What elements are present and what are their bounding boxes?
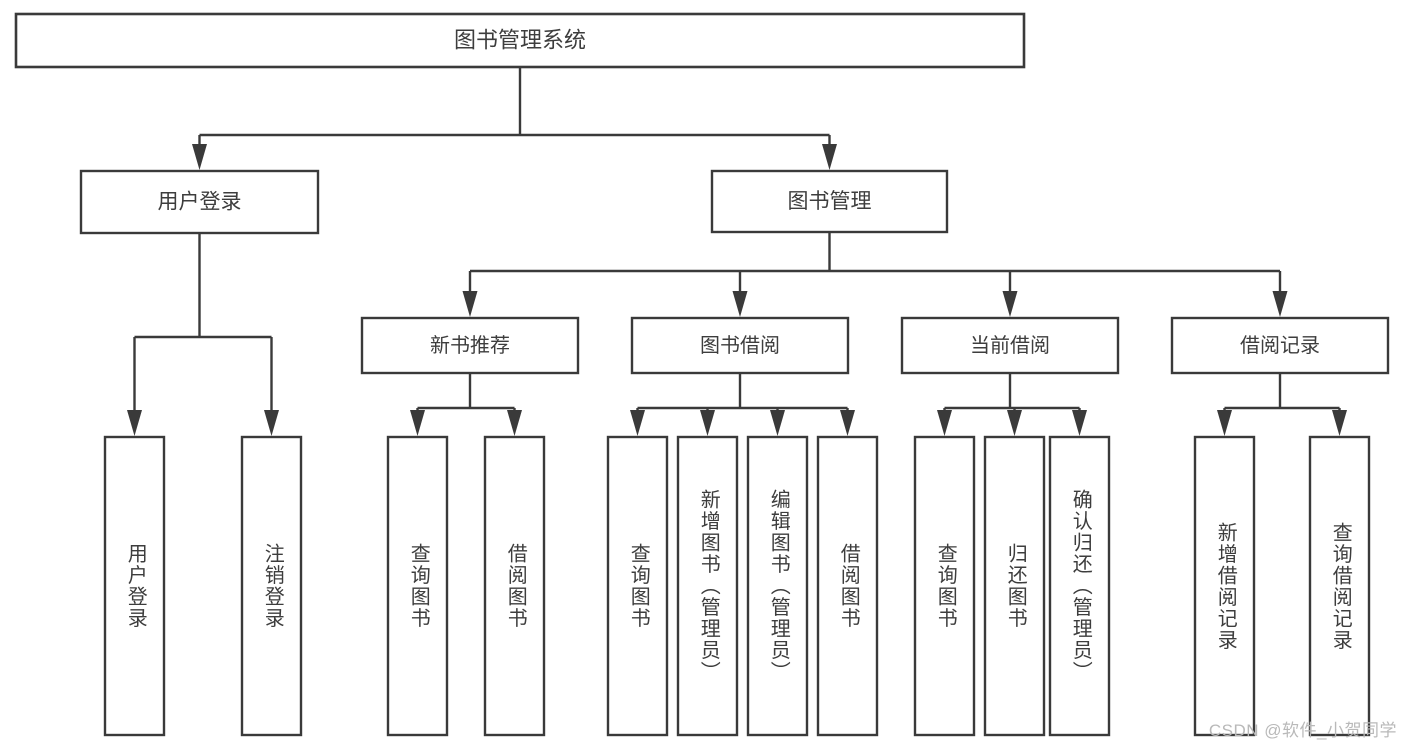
node-label-leaf-query-record: 查询借阅记录 xyxy=(1329,521,1352,651)
node-box-leaf-add-record[interactable] xyxy=(1193,435,1256,737)
node-box-current-borrow[interactable] xyxy=(900,316,1120,375)
node-current-borrow[interactable]: 当前借阅 xyxy=(900,316,1120,375)
node-label-root: 图书管理系统 xyxy=(454,27,586,52)
node-label-current-borrow: 当前借阅 xyxy=(970,334,1050,357)
node-label-borrow-records: 借阅记录 xyxy=(1240,334,1320,357)
node-label-wrap-leaf-query-book-current: 查询图书 xyxy=(934,543,957,629)
node-box-leaf-logout[interactable] xyxy=(240,435,303,737)
node-box-user-login[interactable] xyxy=(79,169,320,235)
node-label-leaf-add-record: 新增借阅记录 xyxy=(1214,521,1237,651)
node-leaf-confirm-return[interactable]: 确认归还（管理员） xyxy=(1048,435,1111,737)
node-box-leaf-borrow-book[interactable] xyxy=(816,435,879,737)
node-label-wrap-leaf-return-book: 归还图书 xyxy=(1004,543,1027,629)
connector-borrow-records xyxy=(1217,373,1347,436)
node-leaf-borrow-book[interactable]: 借阅图书 xyxy=(816,435,879,737)
connector-root xyxy=(192,67,837,170)
connector-book-management xyxy=(462,232,1288,317)
node-box-leaf-query-book-borrow[interactable] xyxy=(606,435,669,737)
node-box-leaf-add-book[interactable] xyxy=(676,435,739,737)
connector-user-login xyxy=(127,233,279,436)
node-box-borrow-records[interactable] xyxy=(1170,316,1390,375)
node-box-leaf-return-book[interactable] xyxy=(983,435,1046,737)
node-box-leaf-query-book-current[interactable] xyxy=(913,435,976,737)
node-box-leaf-query-record[interactable] xyxy=(1308,435,1371,737)
node-label-leaf-query-book-current: 查询图书 xyxy=(934,543,957,629)
node-leaf-add-book[interactable]: 新增图书（管理员） xyxy=(676,435,739,737)
node-label-wrap-leaf-query-book-borrow: 查询图书 xyxy=(627,543,650,629)
connector-book-borrow xyxy=(630,373,855,436)
node-box-book-borrow[interactable] xyxy=(630,316,850,375)
node-borrow-records[interactable]: 借阅记录 xyxy=(1170,316,1390,375)
connector-new-book-recommend xyxy=(410,373,522,436)
node-label-book-management: 图书管理 xyxy=(788,190,872,213)
node-user-login[interactable]: 用户登录 xyxy=(79,169,320,235)
node-leaf-query-record[interactable]: 查询借阅记录 xyxy=(1308,435,1371,737)
node-root[interactable]: 图书管理系统 xyxy=(14,12,1026,69)
node-leaf-logout[interactable]: 注销登录 xyxy=(240,435,303,737)
node-leaf-user-login[interactable]: 用户登录 xyxy=(103,435,166,737)
node-label-leaf-user-login: 用户登录 xyxy=(124,543,147,629)
watermark-label: CSDN @软件_小贺同学 xyxy=(1208,721,1397,740)
node-label-wrap-leaf-query-record: 查询借阅记录 xyxy=(1329,521,1352,651)
node-box-book-management[interactable] xyxy=(710,169,949,234)
node-label-wrap-leaf-edit-book: 编辑图书（管理员） xyxy=(767,489,790,683)
node-label-leaf-logout: 注销登录 xyxy=(261,543,284,629)
node-label-leaf-borrow-book-rec: 借阅图书 xyxy=(504,543,527,629)
node-label-book-borrow: 图书借阅 xyxy=(700,334,780,357)
node-leaf-borrow-book-rec[interactable]: 借阅图书 xyxy=(483,435,546,737)
node-label-user-login: 用户登录 xyxy=(158,191,242,214)
node-leaf-add-record[interactable]: 新增借阅记录 xyxy=(1193,435,1256,737)
node-box-leaf-user-login[interactable] xyxy=(103,435,166,737)
node-label-leaf-borrow-book: 借阅图书 xyxy=(837,543,860,629)
node-box-root[interactable] xyxy=(14,12,1026,69)
node-box-leaf-confirm-return[interactable] xyxy=(1048,435,1111,737)
node-label-leaf-query-book-borrow: 查询图书 xyxy=(627,543,650,629)
node-book-borrow[interactable]: 图书借阅 xyxy=(630,316,850,375)
node-label-leaf-return-book: 归还图书 xyxy=(1004,543,1027,629)
node-label-leaf-edit-book: 编辑图书（管理员） xyxy=(767,489,790,683)
node-label-wrap-leaf-logout: 注销登录 xyxy=(261,543,284,629)
node-label-wrap-leaf-add-record: 新增借阅记录 xyxy=(1214,521,1237,651)
node-box-leaf-edit-book[interactable] xyxy=(746,435,809,737)
node-label-new-book-recommend: 新书推荐 xyxy=(430,334,510,357)
node-leaf-edit-book[interactable]: 编辑图书（管理员） xyxy=(746,435,809,737)
node-box-leaf-borrow-book-rec[interactable] xyxy=(483,435,546,737)
node-label-wrap-leaf-borrow-book-rec: 借阅图书 xyxy=(504,543,527,629)
node-book-management[interactable]: 图书管理 xyxy=(710,169,949,234)
node-leaf-return-book[interactable]: 归还图书 xyxy=(983,435,1046,737)
node-label-wrap-leaf-user-login: 用户登录 xyxy=(124,543,147,629)
node-new-book-recommend[interactable]: 新书推荐 xyxy=(360,316,580,375)
node-leaf-query-book-rec[interactable]: 查询图书 xyxy=(386,435,449,737)
node-label-leaf-confirm-return: 确认归还（管理员） xyxy=(1069,489,1092,683)
node-box-leaf-query-book-rec[interactable] xyxy=(386,435,449,737)
node-label-wrap-leaf-borrow-book: 借阅图书 xyxy=(837,543,860,629)
node-label-leaf-query-book-rec: 查询图书 xyxy=(407,543,430,629)
node-label-wrap-leaf-query-book-rec: 查询图书 xyxy=(407,543,430,629)
node-leaf-query-book-borrow[interactable]: 查询图书 xyxy=(606,435,669,737)
node-leaf-query-book-current[interactable]: 查询图书 xyxy=(913,435,976,737)
node-label-leaf-add-book: 新增图书（管理员） xyxy=(697,489,720,683)
node-box-new-book-recommend[interactable] xyxy=(360,316,580,375)
node-label-wrap-leaf-confirm-return: 确认归还（管理员） xyxy=(1069,489,1092,683)
connector-current-borrow xyxy=(937,373,1087,436)
node-label-wrap-leaf-add-book: 新增图书（管理员） xyxy=(697,489,720,683)
